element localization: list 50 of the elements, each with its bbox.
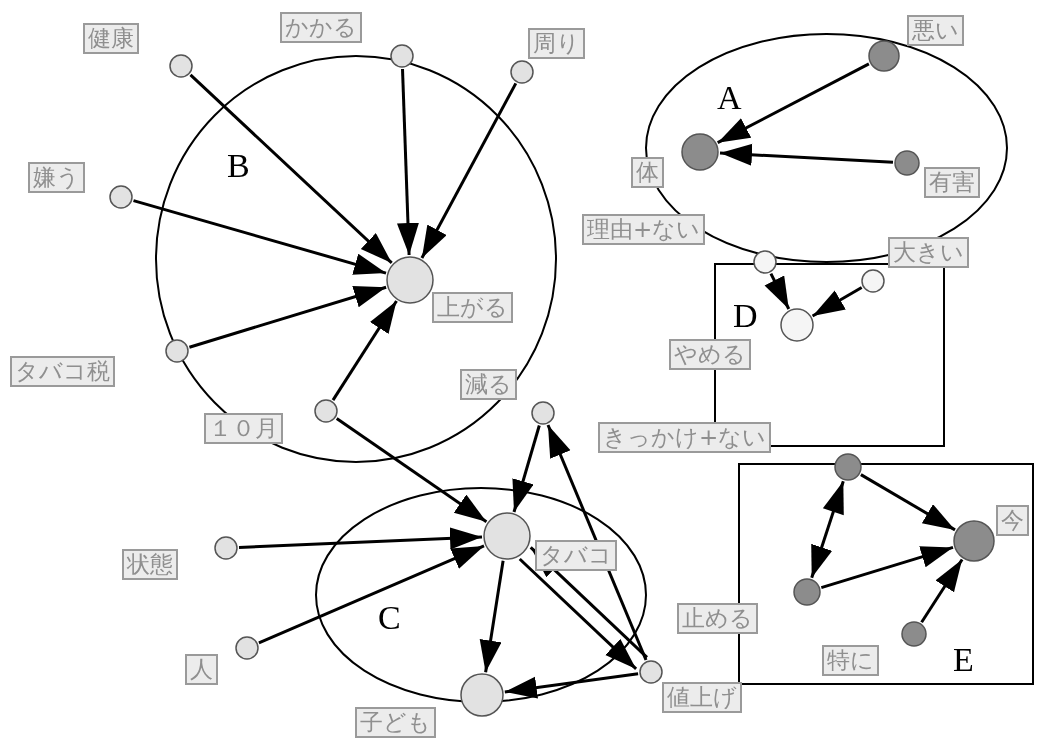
cluster-letter: B — [227, 148, 250, 184]
arrow — [133, 199, 387, 275]
arrow — [719, 143, 894, 166]
arrow — [518, 557, 638, 670]
arrow — [860, 473, 956, 532]
arrow — [546, 424, 648, 661]
word-label: 悪い — [907, 15, 964, 46]
word-label: 理由+ない — [582, 214, 706, 245]
arrow — [396, 68, 419, 256]
word-label: 人 — [185, 654, 218, 685]
word-label: やめる — [669, 339, 751, 370]
arrow — [811, 286, 863, 318]
word-label: 大きい — [888, 237, 969, 268]
arrow — [764, 272, 791, 310]
arrow — [258, 544, 485, 645]
word-label: 減る — [460, 369, 517, 400]
arrow — [188, 285, 387, 349]
word-label: 周り — [528, 28, 585, 59]
cluster-letter: E — [953, 642, 974, 678]
word-label: タバコ — [535, 540, 617, 571]
word-label: 体 — [631, 157, 664, 188]
word-label: 有害 — [924, 167, 980, 198]
word-label: 健康 — [83, 23, 139, 54]
arrow — [189, 73, 393, 264]
word-label: きっかけ+ない — [598, 422, 772, 453]
arrow — [420, 82, 518, 259]
arrow — [512, 425, 541, 513]
arrow — [920, 558, 964, 623]
cluster-letter: C — [378, 600, 401, 636]
cluster-letter: A — [717, 80, 742, 116]
word-label: 止める — [677, 603, 758, 634]
word-label: 上がる — [432, 292, 513, 323]
word-label: 今 — [996, 505, 1029, 536]
word-label: 嫌う — [28, 162, 85, 193]
word-label: タバコ税 — [10, 356, 115, 387]
arrow — [717, 62, 870, 145]
word-label: １０月 — [204, 413, 283, 444]
cluster-letter: D — [733, 298, 758, 334]
arrow — [331, 300, 398, 401]
word-label: 状態 — [122, 549, 178, 580]
arrow — [504, 672, 639, 699]
word-label: 子ども — [355, 707, 436, 738]
word-label: かかる — [280, 12, 362, 43]
arrow — [479, 560, 505, 673]
arrow — [335, 417, 488, 524]
arrow — [238, 527, 483, 550]
word-label: 値上げ — [662, 682, 742, 713]
arrow — [810, 480, 845, 579]
word-label: 特に — [822, 645, 879, 676]
arrow — [820, 545, 954, 590]
